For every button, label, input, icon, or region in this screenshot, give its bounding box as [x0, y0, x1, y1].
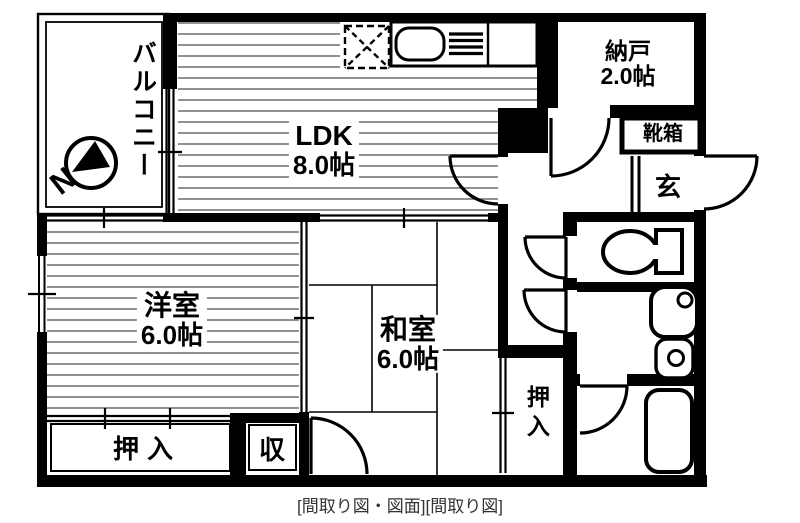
doors — [309, 117, 759, 475]
window-tick-marks — [28, 150, 514, 429]
genkan-label: 玄 — [654, 171, 682, 202]
oshiire-left-box — [50, 423, 231, 472]
kitchen-counter — [389, 20, 539, 68]
washitsu-name: 和室 — [379, 313, 436, 345]
ldk-label: LDK 8.0帖 — [288, 119, 360, 181]
ldk-size: 8.0帖 — [292, 150, 356, 181]
yoshitsu-name: 洋室 — [143, 289, 200, 321]
bathroom-door-arc — [579, 384, 629, 435]
balcony-inner-line — [45, 21, 163, 208]
toilet-door-arc — [523, 235, 568, 280]
oshiire-left-label: 押入 — [112, 433, 182, 464]
ldk-name: LDK — [295, 119, 353, 151]
shunou-box — [248, 424, 297, 471]
oshiire-left-fusuma — [47, 414, 230, 423]
shunou-label: 収 — [258, 434, 286, 465]
oshiire-right-label: 押入 — [523, 385, 550, 443]
compass-icon — [64, 136, 118, 190]
washbasin-icon — [649, 285, 699, 339]
washroom-door-arc — [522, 288, 568, 334]
nando-size: 2.0帖 — [600, 63, 656, 89]
oshiire-right-fusuma — [499, 358, 507, 473]
refrigerator-space-icon — [343, 24, 391, 70]
kutsubako-box — [619, 115, 703, 155]
balcony-label: バルコニー — [128, 40, 157, 180]
washitsu-door-arc — [309, 416, 369, 475]
washitsu-size: 6.0帖 — [376, 344, 440, 375]
bathtub-icon — [644, 388, 694, 474]
fixtures — [64, 20, 699, 474]
toilet-icon — [601, 228, 684, 275]
yoshitsu-label: 洋室 6.0帖 — [136, 289, 208, 351]
image-caption: [間取り図・図面][間取り図] — [297, 497, 503, 516]
genkan-step-lines — [630, 156, 641, 212]
nando-door-arc — [549, 117, 611, 178]
ldk-door-arc — [448, 154, 499, 206]
washitsu-label: 和室 6.0帖 — [372, 313, 444, 375]
kitchen-sink-icon — [394, 26, 446, 62]
stove-icon — [449, 32, 483, 56]
washing-machine-icon — [654, 337, 695, 380]
walls — [37, 13, 707, 487]
kutsubako-label: 靴箱 — [643, 123, 683, 146]
windows-and-sliding-doors — [28, 89, 641, 473]
nando-label: 納戸 2.0帖 — [601, 39, 656, 89]
nando-name: 納戸 — [604, 38, 651, 65]
yoshitsu-size: 6.0帖 — [140, 320, 204, 351]
entrance-door-arc — [703, 154, 759, 211]
inner-walls — [163, 13, 706, 475]
